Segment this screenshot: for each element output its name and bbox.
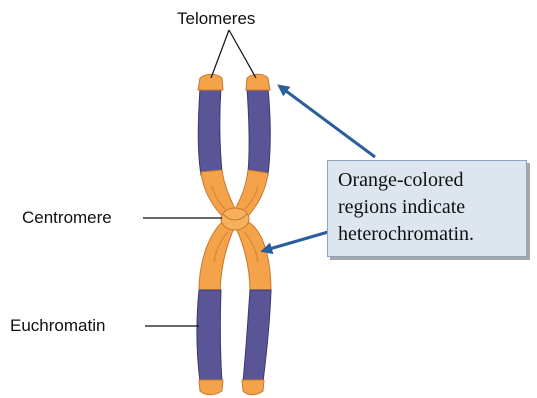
heterochromatin-lower-right (236, 222, 271, 292)
upper-right-arm (247, 88, 270, 175)
callout-line: regions indicate (338, 194, 520, 221)
lower-right-arm (243, 290, 271, 382)
callout-arrow-bottom (266, 232, 328, 250)
callout-line: Orange-colored (338, 167, 520, 194)
euchromatin-label: Euchromatin (10, 316, 105, 336)
telomeres-label: Telomeres (177, 9, 255, 29)
telomeres-leader-right (229, 30, 256, 78)
telomere-cap-upper-left (198, 74, 223, 90)
upper-left-arm (198, 88, 222, 175)
callout-line: heterochromatin. (338, 221, 520, 248)
lower-left-arm (197, 290, 222, 382)
centromere (221, 208, 249, 230)
telomeres-leader-left (211, 30, 229, 78)
callout-arrow-top (282, 88, 375, 157)
telomere-cap-lower-right (242, 380, 264, 395)
heterochromatin-callout: Orange-colored regions indicate heteroch… (327, 160, 527, 257)
centromere-label: Centromere (22, 208, 112, 228)
telomere-cap-lower-left (199, 380, 223, 395)
telomere-cap-upper-right (246, 74, 270, 90)
heterochromatin-lower-left (199, 222, 234, 292)
